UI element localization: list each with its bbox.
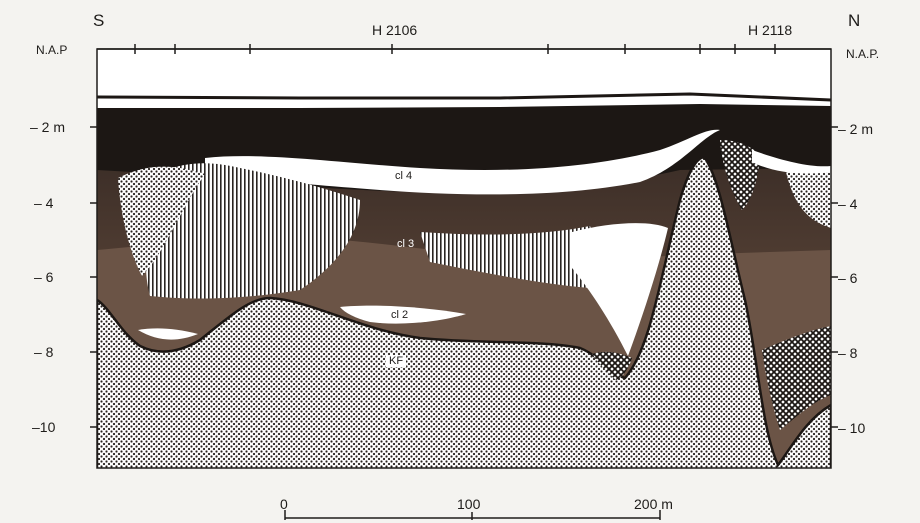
top-ticks: [134, 44, 776, 54]
kf-base-sand: [97, 156, 831, 468]
layer-label-cl4: cl 4: [392, 170, 416, 182]
nap-right-label: N.A.P.: [846, 47, 880, 61]
scale-label-0: 0: [280, 496, 288, 512]
depth-left-8: – 8: [34, 344, 54, 360]
scale-label-200: 200 m: [634, 496, 673, 512]
crosshatch-small-centre: [592, 351, 632, 380]
scale-label-100: 100: [457, 496, 481, 512]
depth-right-6: – 6: [838, 270, 858, 286]
crosshatch-upper-right: [720, 140, 760, 210]
layer-label-kf: KF: [386, 355, 407, 367]
cl4-lens: [205, 129, 720, 195]
crosshatch-lower-right: [762, 326, 831, 430]
depth-right-10: – 10: [838, 420, 866, 436]
depth-left-10: –10: [32, 419, 56, 435]
depth-right-4: – 4: [838, 196, 858, 212]
depth-left-4: – 4: [34, 195, 54, 211]
north-label: N: [848, 11, 861, 30]
south-label: S: [93, 11, 105, 30]
dotted-patch-right: [786, 170, 831, 228]
borehole-h2106-label: H 2106: [372, 22, 418, 38]
layer-label-cl3: cl 3: [397, 238, 415, 250]
white-band-right: [752, 150, 831, 174]
scale-bar: [284, 510, 661, 520]
borehole-h2118-label: H 2118: [748, 22, 793, 38]
dotted-wedge-left: [118, 166, 205, 276]
depth-ticks: [90, 126, 838, 428]
cl2-lens: [340, 305, 466, 324]
nap-left-label: N.A.P: [36, 43, 68, 57]
white-wedge-right: [572, 223, 668, 356]
white-lens-left: [138, 328, 198, 340]
surface-line: [97, 92, 831, 102]
depth-left-6: – 6: [34, 269, 54, 285]
hatched-clay-left: [145, 163, 360, 299]
hatched-clay-center: [420, 226, 597, 288]
layer-label-cl2: cl 2: [391, 309, 409, 321]
depth-right-2: – 2 m: [838, 121, 874, 137]
depth-right-8: – 8: [838, 345, 858, 361]
depth-left-2: – 2 m: [30, 119, 66, 135]
